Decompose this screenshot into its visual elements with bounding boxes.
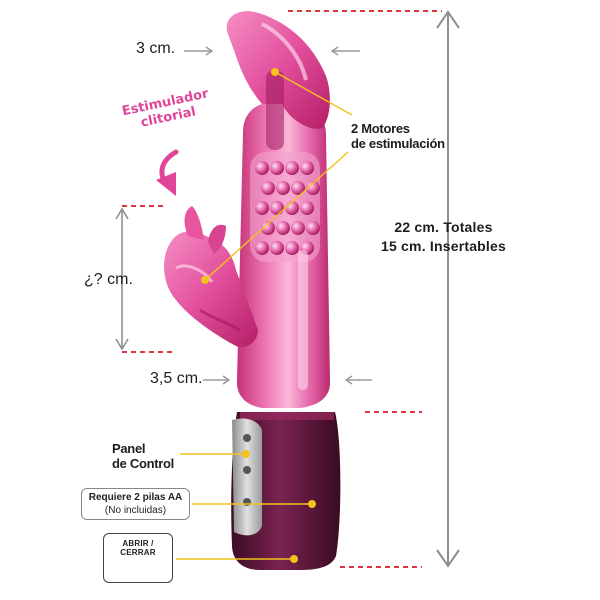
bead [255,201,269,215]
stimulator-length-arrow [115,207,129,351]
stimulator-length-label: ¿? cm. [84,271,133,288]
open-close-label: ABRIR / CERRAR [120,539,156,557]
bead [291,221,305,235]
bead [306,181,320,195]
bead [276,221,290,235]
callout-lines [176,71,353,560]
rotating-beads [250,152,320,262]
bead [300,201,314,215]
callout-dots [201,68,316,563]
total-length-line1: 22 cm. Totales [394,219,493,235]
bead [276,181,290,195]
control-panel-line2: de Control [112,456,174,471]
motors-label: 2 Motores de estimulación [351,121,445,151]
bead [261,221,275,235]
tip-width-label: 3 cm. [136,40,176,57]
bead [300,161,314,175]
bead [285,241,299,255]
total-length-arrow [436,10,460,568]
bead [270,241,284,255]
width-arrows [184,46,372,385]
bead [255,241,269,255]
bead [261,181,275,195]
total-length-label: 22 cm. Totales 15 cm. Insertables [381,218,506,256]
batteries-note-line1: Requiere 2 pilas AA [88,492,183,503]
guide-lines [122,10,442,568]
bead [255,161,269,175]
control-panel-label: Panel de Control [112,441,174,471]
total-length-line2: 15 cm. Insertables [381,238,506,254]
motors-label-line1: 2 Motores [351,121,410,136]
batteries-note: Requiere 2 pilas AA (No incluidas) [81,488,190,520]
bead [306,221,320,235]
open-close-box: ABRIR / CERRAR [103,533,173,583]
bead [270,201,284,215]
batteries-note-line2: (No incluidas) [104,505,167,516]
curved-down-arrow-icon [156,149,179,196]
bead [270,161,284,175]
bead [291,181,305,195]
motors-label-line2: de estimulación [351,136,445,151]
bead [285,201,299,215]
control-panel-line1: Panel [112,441,146,456]
bead [285,161,299,175]
shaft-width-label: 3,5 cm. [150,370,203,387]
control-panel [232,418,262,536]
